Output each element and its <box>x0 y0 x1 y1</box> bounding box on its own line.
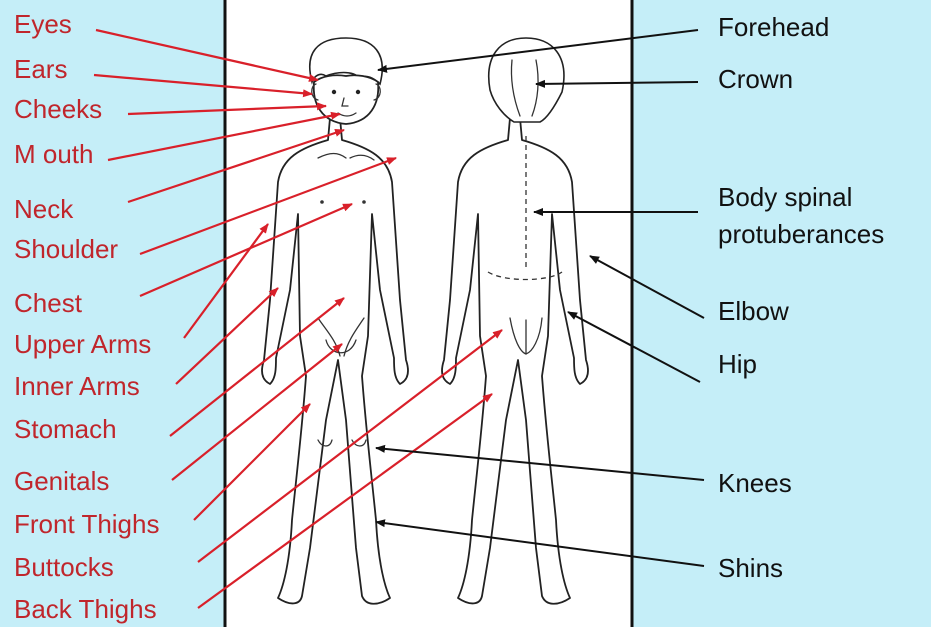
label-genitals: Genitals <box>14 466 109 496</box>
label-buttocks: Buttocks <box>14 552 114 582</box>
label-crown: Crown <box>718 64 793 94</box>
label-chest: Chest <box>14 288 83 318</box>
label-mouth: M outh <box>14 139 94 169</box>
label-spinal-line1: Body spinal <box>718 182 852 212</box>
label-stomach: Stomach <box>14 414 117 444</box>
label-elbow: Elbow <box>718 296 789 326</box>
front-labels: Eyes Ears Cheeks M outh Neck Shoulder Ch… <box>14 9 159 624</box>
label-cheeks: Cheeks <box>14 94 102 124</box>
back-labels: Forehead Crown Body spinal protuberances… <box>718 12 884 583</box>
label-back-thighs: Back Thighs <box>14 594 157 624</box>
label-ears: Ears <box>14 54 67 84</box>
label-shins: Shins <box>718 553 783 583</box>
label-spinal-line2: protuberances <box>718 219 884 249</box>
label-shoulder: Shoulder <box>14 234 118 264</box>
label-inner-arms: Inner Arms <box>14 371 140 401</box>
label-eyes: Eyes <box>14 9 72 39</box>
label-front-thighs: Front Thighs <box>14 509 159 539</box>
label-hip: Hip <box>718 349 757 379</box>
label-forehead: Forehead <box>718 12 829 42</box>
label-neck: Neck <box>14 194 74 224</box>
label-upper-arms: Upper Arms <box>14 329 151 359</box>
label-knees: Knees <box>718 468 792 498</box>
